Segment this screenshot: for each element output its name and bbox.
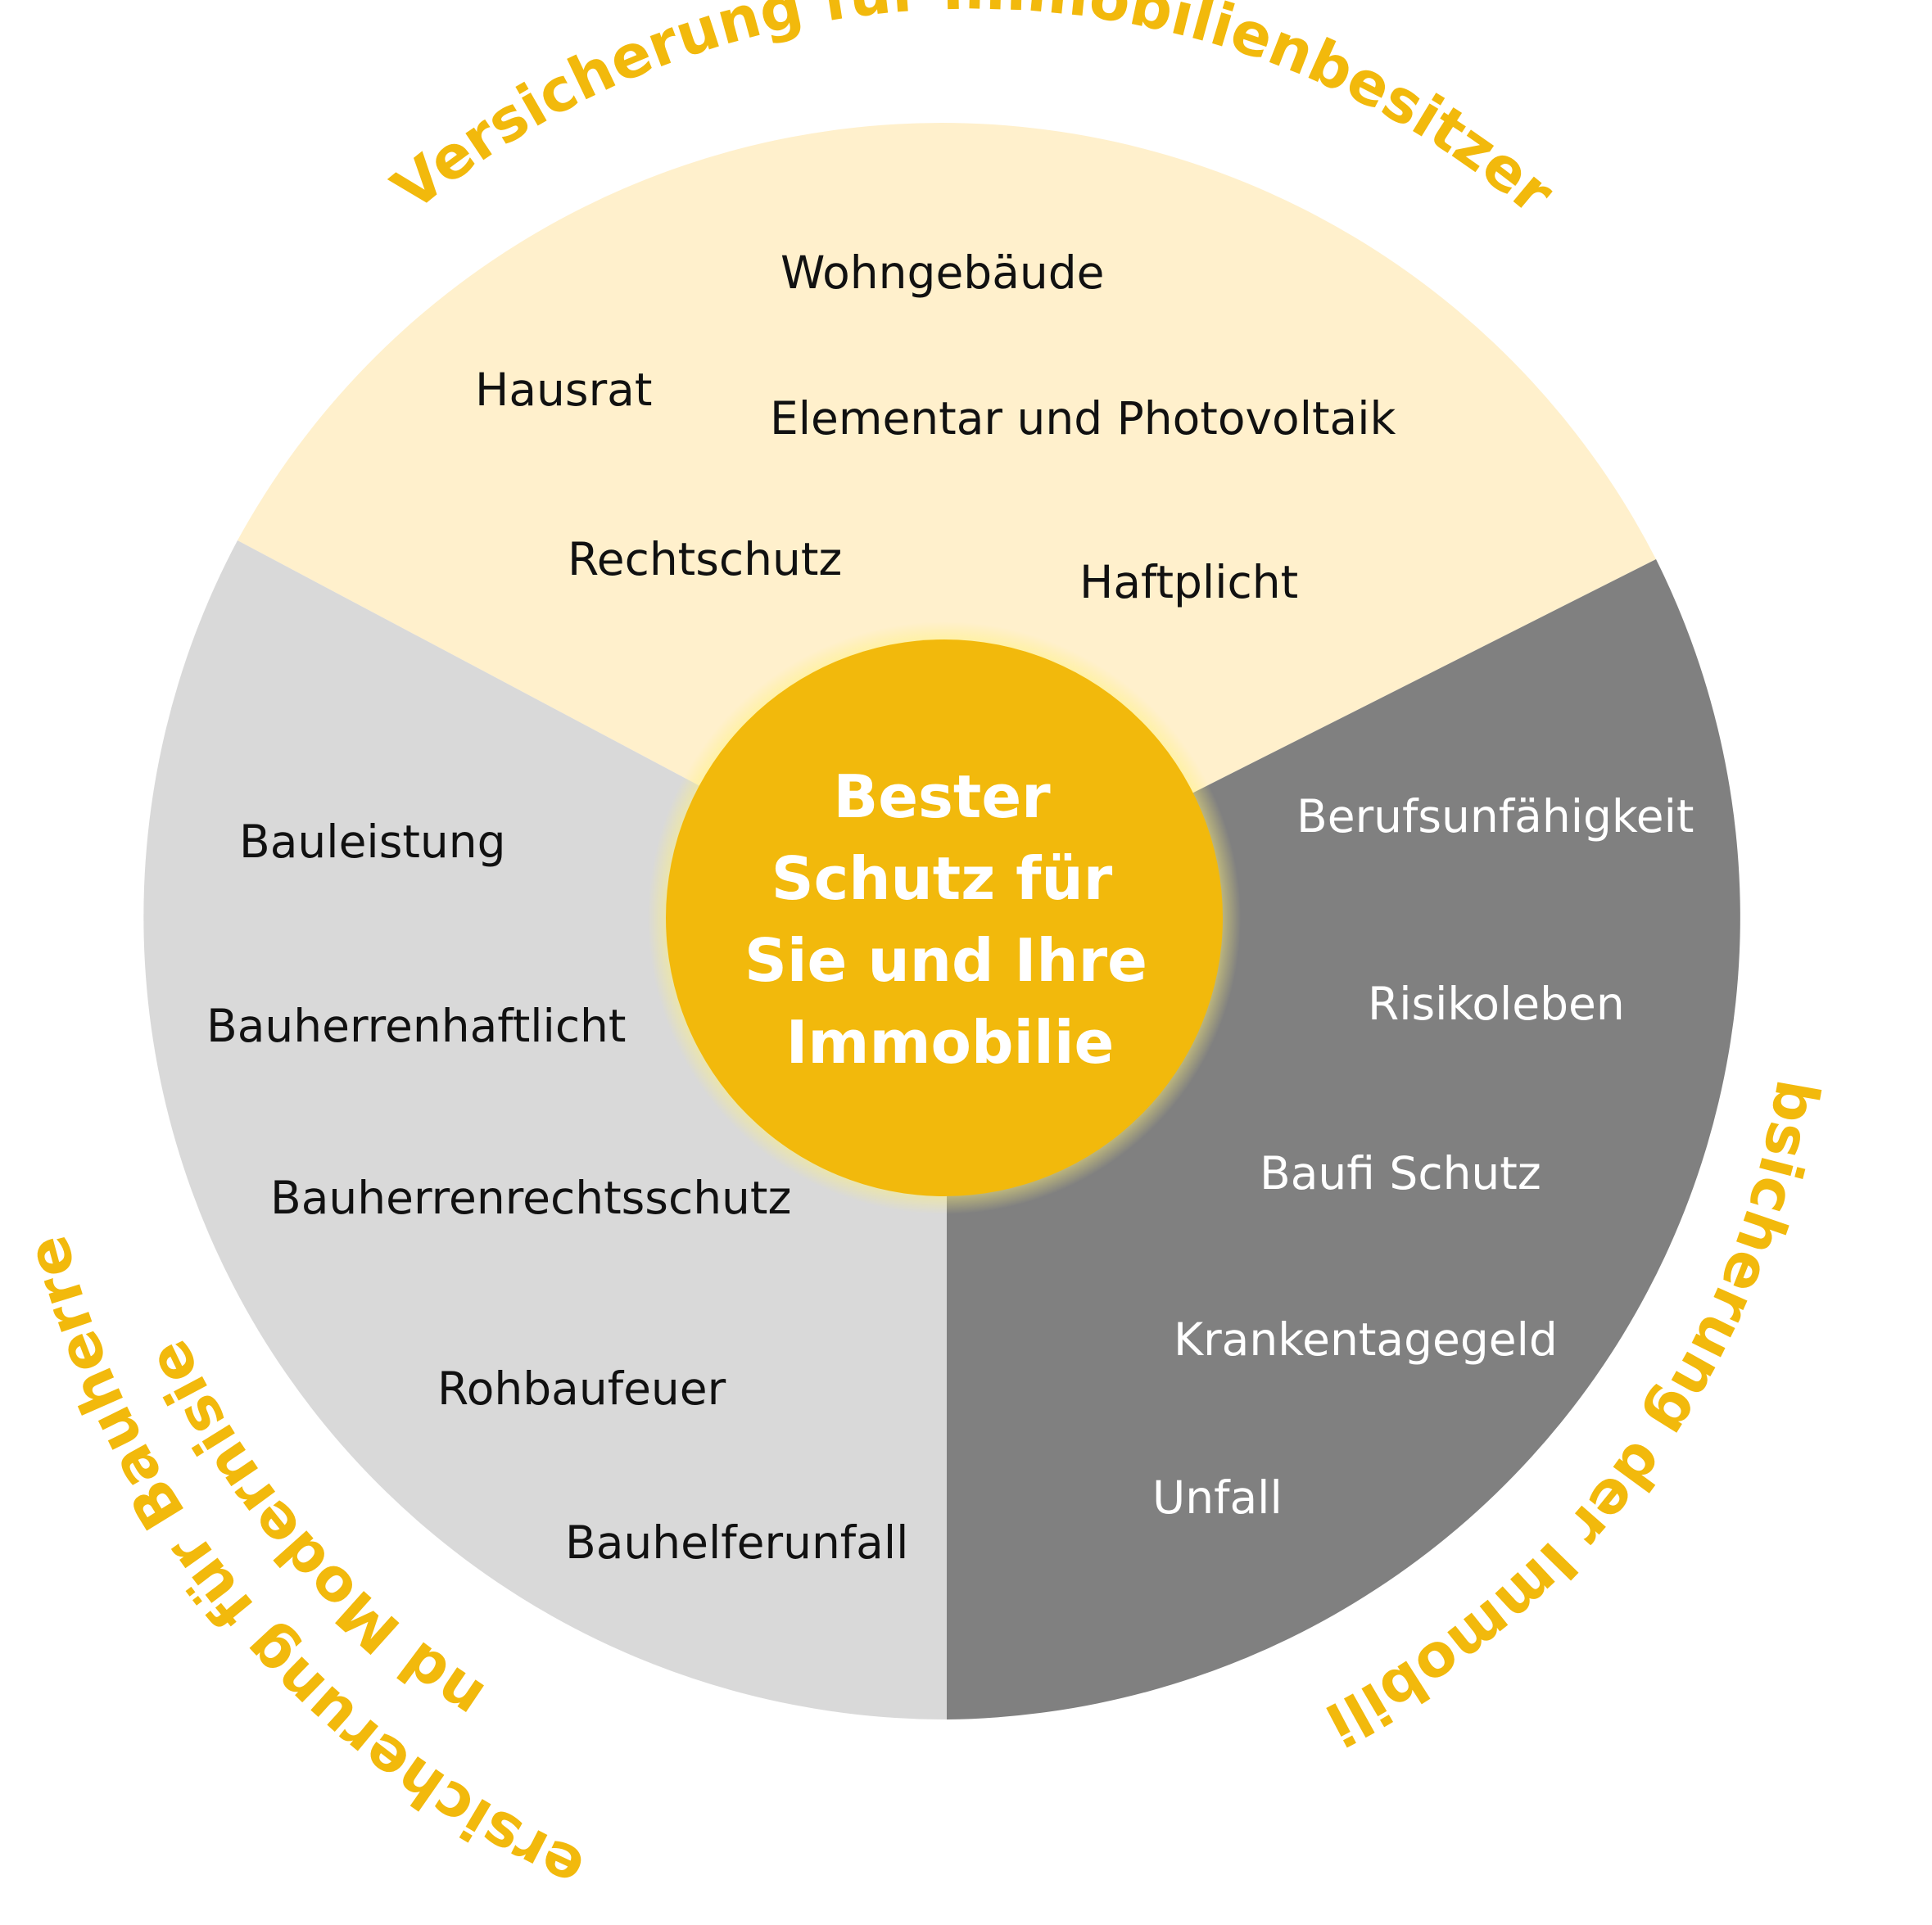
item-hausrat: Hausrat xyxy=(475,364,652,416)
center-line-4: Immobilie xyxy=(786,1008,1115,1077)
center-line-3: Sie und Ihre xyxy=(744,926,1147,995)
item-krankentagegeld: Krankentagegeld xyxy=(1174,1313,1558,1366)
item-wohngebaeude: Wohngebäude xyxy=(780,246,1105,299)
item-bauhelferunfall: Bauhelferunfall xyxy=(565,1516,908,1569)
item-elementar-photovoltaik: Elementar und Photovoltaik xyxy=(770,392,1396,445)
item-unfall: Unfall xyxy=(1152,1471,1283,1524)
item-rechtschutz: Rechtschutz xyxy=(568,533,842,585)
item-bauleistung: Bauleistung xyxy=(239,816,506,868)
item-berufsunfaehigkeit: Berufsunfähigkeit xyxy=(1296,790,1694,843)
center-line-2: Schutz für xyxy=(771,844,1113,913)
item-risikoleben: Risikoleben xyxy=(1368,978,1625,1030)
segment-top-immobilienbesitzer xyxy=(238,123,1656,917)
item-haftplicht: Haftplicht xyxy=(1079,556,1298,608)
item-baufi-schutz: Baufi Schutz xyxy=(1260,1147,1541,1200)
center-line-1: Bester xyxy=(833,762,1051,831)
item-bauherrenrechtsschutz: Bauherrenrechtsschutz xyxy=(270,1172,791,1224)
center-circle xyxy=(666,639,1223,1196)
item-rohbaufeuer: Rohbaufeuer xyxy=(437,1362,726,1415)
item-bauherrenhaftlicht: Bauherrenhaftlicht xyxy=(206,1000,626,1052)
